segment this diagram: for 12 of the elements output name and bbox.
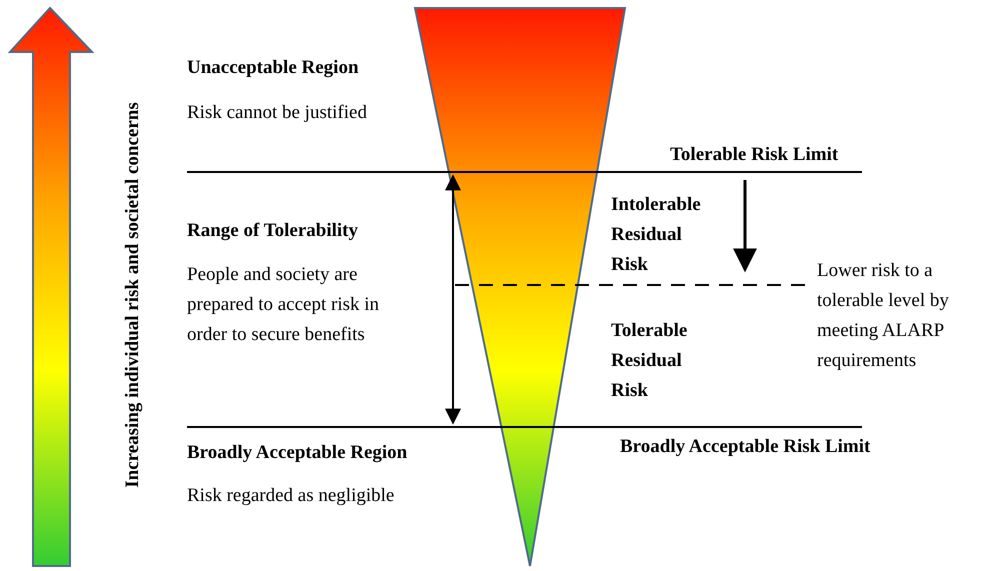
zone-label: Tolerable Residual Risk: [611, 319, 688, 403]
zone-label: Intolerable Residual Risk: [611, 193, 702, 277]
limit-label: Broadly Acceptable Risk Limit: [620, 435, 870, 459]
region-description: People and society are prepared to accept risk in order to secure benefits: [187, 263, 380, 347]
region-description: Risk cannot be justified: [187, 101, 367, 125]
axis-label: Increasing individual risk and societal concerns: [121, 101, 144, 490]
limit-label: Tolerable Risk Limit: [670, 143, 838, 167]
region-description: Risk regarded as negligible: [187, 484, 394, 508]
note-text: Lower risk to a tolerable level by meeting ALARP requirements: [817, 259, 950, 373]
region-heading: Broadly Acceptable Region: [187, 441, 408, 465]
region-heading: Range of Tolerability: [187, 219, 358, 243]
region-heading: Unacceptable Region: [187, 56, 359, 80]
